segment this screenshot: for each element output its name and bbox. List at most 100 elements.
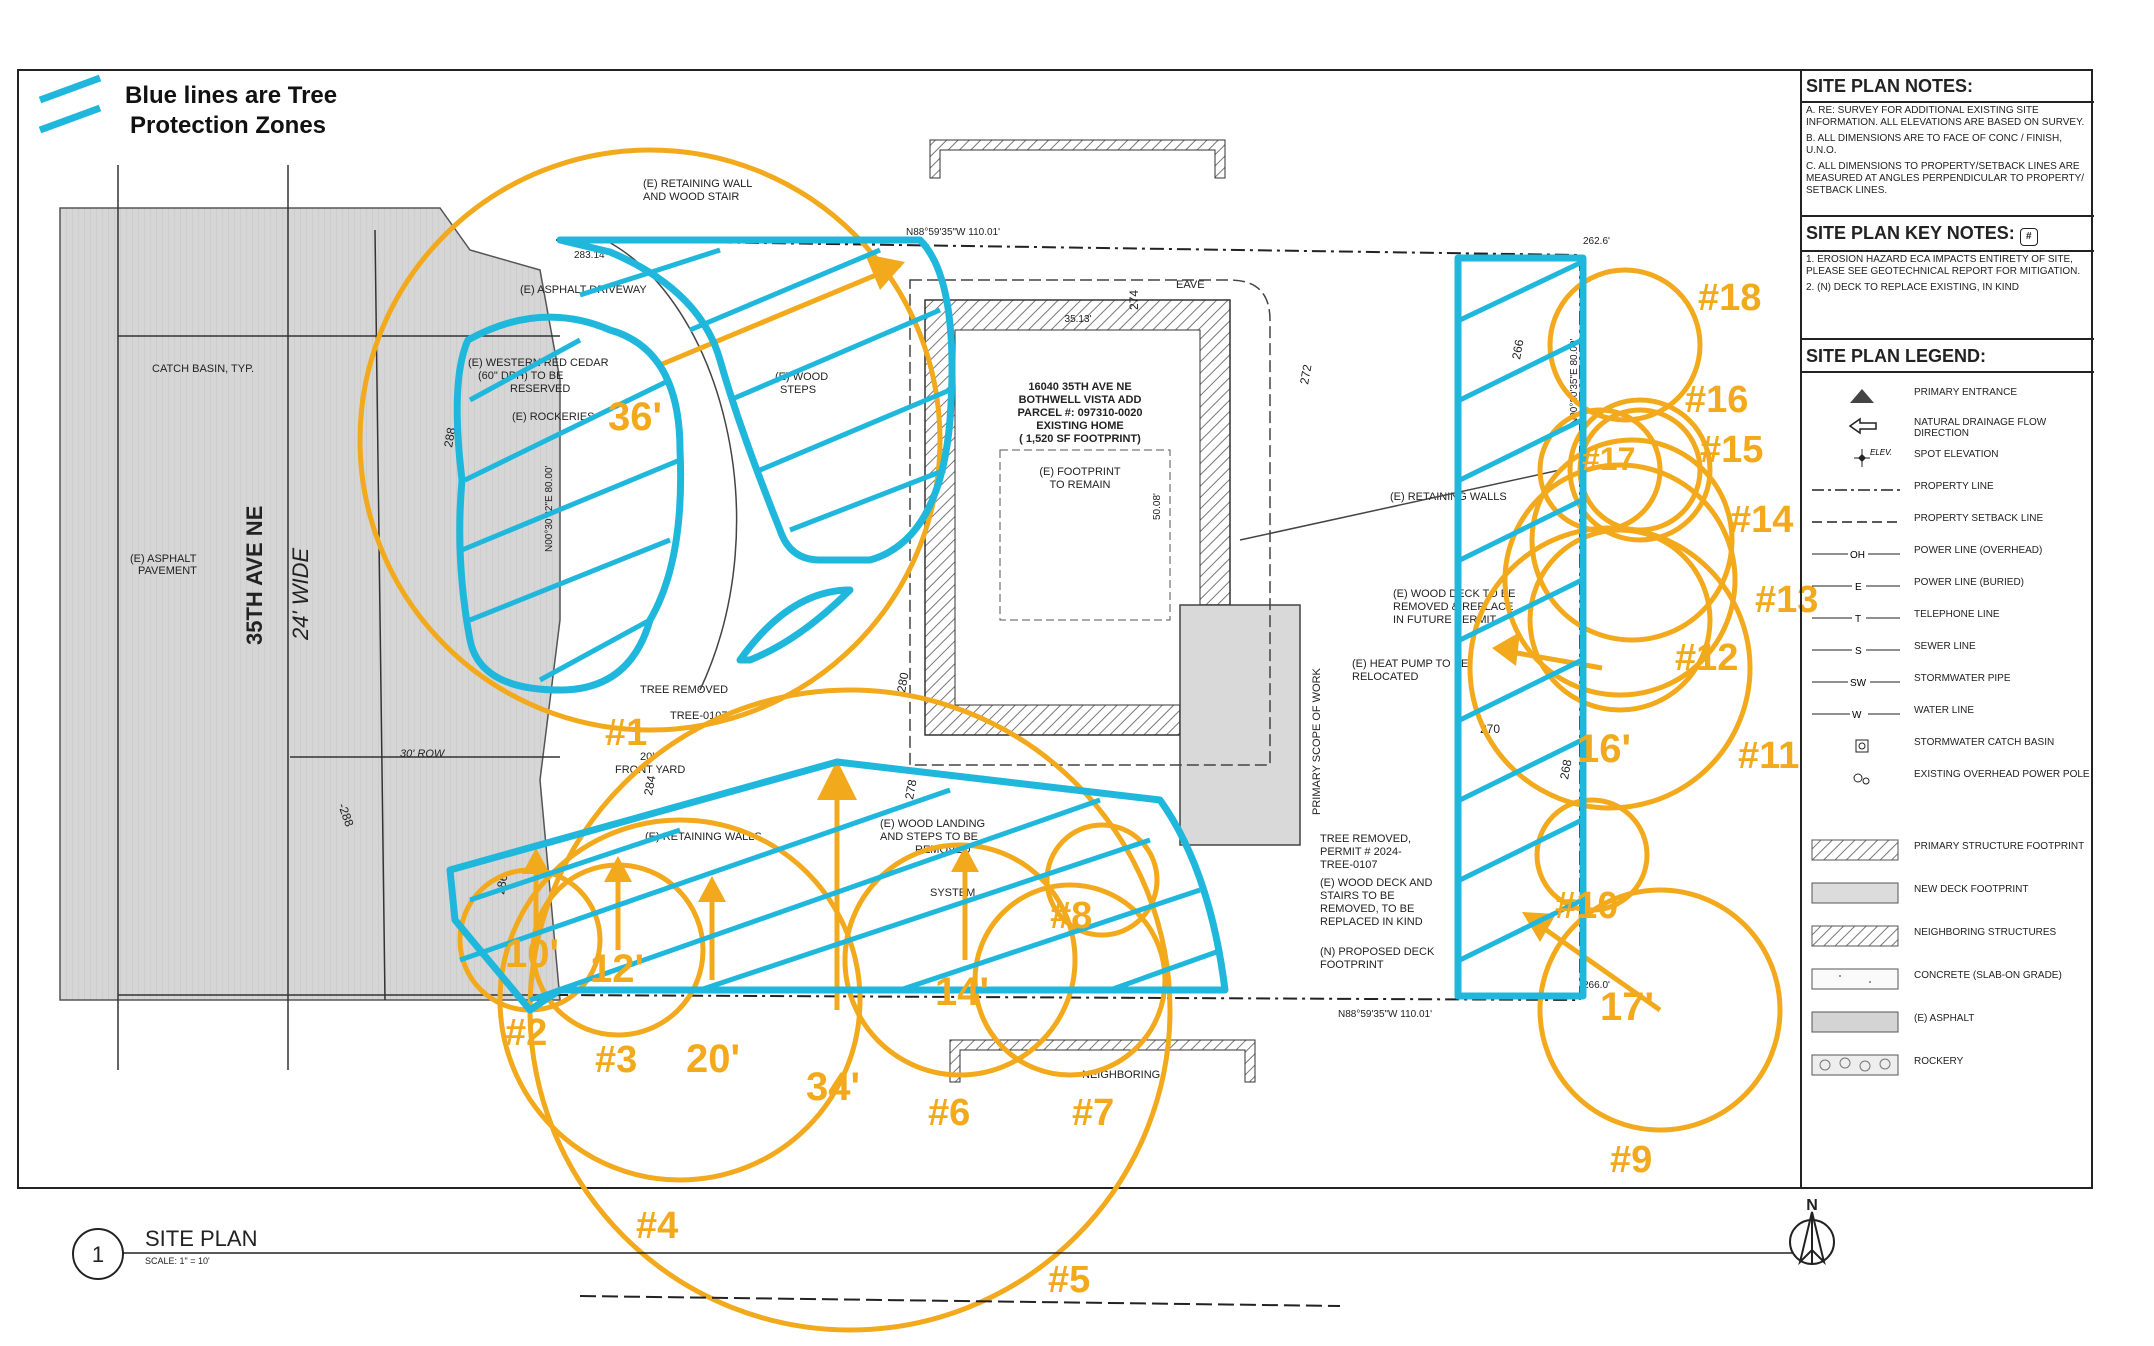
note-c: C. ALL DIMENSIONS TO PROPERTY/SETBACK LI… bbox=[1806, 161, 2085, 196]
north-arrow-icon: N bbox=[1789, 1197, 1835, 1266]
label-eave: EAVE bbox=[1176, 279, 1205, 291]
tree-label-10: #10 bbox=[1555, 885, 1618, 927]
key-note-1: 1. EROSION HAZARD ECA IMPACTS ENTIRETY O… bbox=[1806, 254, 2081, 277]
drainage-arrow-icon bbox=[1848, 417, 1877, 435]
dim-width: 35.13' bbox=[1065, 314, 1092, 325]
deck-footprint bbox=[1179, 604, 1301, 846]
label-scope: PRIMARY SCOPE OF WORK bbox=[1311, 667, 1323, 815]
legend-concrete: CONCRETE (SLAB-ON GRADE) bbox=[1802, 962, 2094, 992]
label-deck-remove-1: (E) WOOD DECK TO BE bbox=[1393, 588, 1515, 600]
legend-label-4: PROPERTY SETBACK LINE bbox=[1914, 513, 2044, 524]
label-contour-274: 274 bbox=[1127, 290, 1141, 310]
tree-label-9: #9 bbox=[1610, 1139, 1652, 1181]
house-existing: EXISTING HOME bbox=[1036, 420, 1123, 432]
tree-label-6: #6 bbox=[928, 1092, 970, 1134]
legend-neighboring: NEIGHBORING STRUCTURES bbox=[1802, 919, 2094, 949]
tree-circle-4 bbox=[497, 817, 863, 1183]
stormwater-pipe-icon: SW bbox=[1812, 678, 1900, 689]
label-wood-landing-1: (E) WOOD LANDING bbox=[880, 818, 985, 830]
property-line-icon bbox=[1812, 489, 1900, 491]
legend-new-deck: NEW DECK FOOTPRINT bbox=[1802, 876, 2094, 906]
legend-power-overhead: OH POWER LINE (OVERHEAD) bbox=[1802, 537, 2094, 567]
label-proposed-deck-2: FOOTPRINT bbox=[1320, 959, 1384, 971]
label-asphalt-driveway: (E) ASPHALT DRIVEWAY bbox=[520, 284, 647, 296]
label-heat-pump-1: (E) HEAT PUMP TO BE bbox=[1352, 658, 1468, 670]
svg-text:OH: OH bbox=[1850, 550, 1865, 561]
tree-label-3: #3 bbox=[595, 1039, 637, 1081]
legend-power-buried: E POWER LINE (BURIED) bbox=[1802, 569, 2094, 599]
house-parcel: PARCEL #: 097310-0020 bbox=[1018, 407, 1143, 419]
svg-text:W: W bbox=[1852, 710, 1862, 721]
label-tree-removed-r3: TREE-0107 bbox=[1320, 859, 1377, 871]
legend-label-17: (E) ASPHALT bbox=[1914, 1013, 1975, 1024]
view-number: 1 bbox=[92, 1242, 104, 1267]
callout-line-2: Protection Zones bbox=[130, 112, 326, 139]
label-retaining-walls-e: (E) RETAINING WALLS bbox=[1390, 491, 1507, 503]
legend-list: PRIMARY ENTRANCE NATURAL DRAINAGE FLOW D… bbox=[1802, 373, 2094, 1113]
legend-drainage: NATURAL DRAINAGE FLOW DIRECTION bbox=[1802, 409, 2094, 439]
legend-label-1: NATURAL DRAINAGE FLOW DIRECTION bbox=[1914, 417, 2047, 439]
tree-label-5: #5 bbox=[1048, 1259, 1090, 1301]
tree-label-14: #14 bbox=[1730, 499, 1793, 541]
radius-arrowheads bbox=[522, 254, 1556, 942]
tree-label-1: #1 bbox=[605, 712, 647, 754]
power-overhead-icon: OH bbox=[1812, 550, 1900, 561]
label-deck-remove-2: REMOVED & REPLACE bbox=[1393, 601, 1513, 613]
house-subdivision: BOTHWELL VISTA ADD bbox=[1019, 394, 1142, 406]
radius-34: 34' bbox=[806, 1065, 860, 1109]
key-note-2: 2. (N) DECK TO REPLACE EXISTING, IN KIND bbox=[1806, 282, 2020, 293]
label-rockeries: (E) ROCKERIES bbox=[512, 411, 595, 423]
water-line-icon: W bbox=[1812, 710, 1900, 721]
telephone-line-icon: T bbox=[1812, 614, 1900, 625]
asphalt-swatch bbox=[1811, 1011, 1899, 1033]
label-wood-landing-2: AND STEPS TO BE bbox=[880, 831, 978, 843]
tree-label-12: #12 bbox=[1675, 637, 1738, 679]
label-cedar-2: (60" DBH) TO BE bbox=[478, 370, 563, 382]
label-contour-280: 280 bbox=[894, 671, 911, 693]
legend-water-line: W WATER LINE bbox=[1802, 697, 2094, 727]
catch-basin-icon bbox=[1855, 739, 1869, 753]
row-label: 30' ROW bbox=[400, 748, 446, 760]
label-bearing-top: N88°59'35"W 110.01' bbox=[906, 227, 1000, 238]
label-elev-3: 266.0' bbox=[1583, 980, 1610, 991]
view-title: SITE PLAN bbox=[145, 1226, 257, 1251]
label-contour-278: 278 bbox=[902, 778, 919, 800]
legend-asphalt: (E) ASPHALT bbox=[1802, 1005, 2094, 1035]
label-contour-284: 284 bbox=[641, 774, 658, 796]
label-contour-272: 272 bbox=[1297, 363, 1314, 385]
label-wood-steps-2: STEPS bbox=[780, 384, 816, 396]
label-deck-stairs-3: REMOVED, TO BE bbox=[1320, 903, 1414, 915]
setback-line-icon bbox=[1812, 521, 1900, 523]
label-contour-268: 268 bbox=[1557, 758, 1574, 780]
callout-line-1: Blue lines are Tree bbox=[125, 82, 337, 109]
tpz-east bbox=[1454, 254, 1587, 1000]
legend-label-9: STORMWATER PIPE bbox=[1914, 673, 2011, 684]
svg-text:ELEV.: ELEV. bbox=[1870, 448, 1892, 457]
legend-power-pole: EXISTING OVERHEAD POWER POLE bbox=[1802, 761, 2094, 791]
label-tree-removed-r1: TREE REMOVED, bbox=[1320, 833, 1411, 845]
spot-elevation-icon: ELEV. bbox=[1854, 448, 1892, 467]
tree-label-18: #18 bbox=[1698, 277, 1761, 319]
tree-circle-9 bbox=[1537, 887, 1783, 1133]
label-deck-stairs-4: REPLACED IN KIND bbox=[1320, 916, 1423, 928]
tree-label-15: #15 bbox=[1700, 429, 1763, 471]
street-width: 24' WIDE bbox=[288, 547, 313, 641]
legend-label-16: CONCRETE (SLAB-ON GRADE) bbox=[1914, 970, 2062, 981]
house-footprint-label-2: TO REMAIN bbox=[1050, 479, 1111, 491]
radius-14: 14' bbox=[935, 970, 989, 1014]
house-footprint-dashed bbox=[999, 449, 1171, 621]
radius-10: 10' bbox=[505, 932, 559, 976]
site-annotations: (E) RETAINING WALL AND WOOD STAIR (E) AS… bbox=[335, 178, 1610, 1081]
concrete-swatch bbox=[1811, 968, 1899, 990]
neighbor-structure-bottom bbox=[949, 1039, 1256, 1083]
tree-circle-1 bbox=[357, 147, 943, 733]
tree-label-11: #11 bbox=[1738, 735, 1799, 777]
label-tree-removed-r2: PERMIT # 2024- bbox=[1320, 846, 1402, 858]
dim-depth: 50.08' bbox=[1152, 493, 1163, 520]
svg-text:SW: SW bbox=[1850, 678, 1867, 689]
rockery-swatch bbox=[1811, 1054, 1899, 1076]
house-label: 16040 35TH AVE NE BOTHWELL VISTA ADD PAR… bbox=[1018, 381, 1143, 445]
legend-label-3: PROPERTY LINE bbox=[1914, 481, 1994, 492]
legend-label-12: EXISTING OVERHEAD POWER POLE bbox=[1914, 769, 2090, 780]
legend-title: SITE PLAN LEGEND: bbox=[1802, 338, 2094, 373]
